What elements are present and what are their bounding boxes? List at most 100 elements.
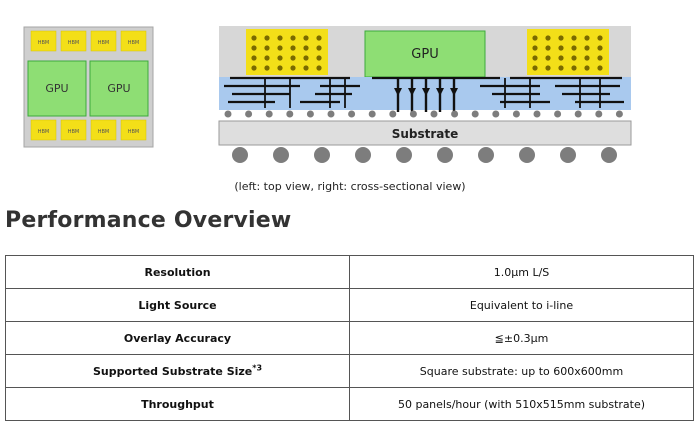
micro-bump <box>265 110 273 118</box>
solder-ball <box>478 147 494 163</box>
micro-bump <box>409 110 417 118</box>
hbm-bump-dot <box>251 65 257 71</box>
hbm-bump-dot <box>558 45 564 51</box>
solder-ball <box>355 147 371 163</box>
hbm-chip <box>60 119 87 141</box>
hbm-bump-dot <box>597 45 603 51</box>
hbm-bump-dot <box>558 65 564 71</box>
micro-bump <box>368 110 376 118</box>
table-row: Resolution 1.0μm L/S <box>5 255 694 289</box>
hbm-bump-dot <box>290 55 296 61</box>
hbm-bump-dot <box>558 55 564 61</box>
micro-bump <box>327 110 335 118</box>
solder-ball <box>396 147 412 163</box>
gpu-die-label: GPU <box>107 82 130 95</box>
row-value: 1.0μm L/S <box>349 255 694 289</box>
via-arrow <box>450 88 458 96</box>
via-arrow <box>436 88 444 96</box>
table-row: Throughput 50 panels/hour (with 510x515m… <box>5 387 694 421</box>
hbm-bump-dot <box>316 45 322 51</box>
hbm-bump-dot <box>251 45 257 51</box>
hbm-bump-dot <box>277 65 283 71</box>
hbm-bump-dot <box>303 45 309 51</box>
hbm-bump-dot <box>532 35 538 41</box>
row-value: 50 panels/hour (with 510x515mm substrate… <box>349 387 694 421</box>
micro-bump <box>245 110 253 118</box>
hbm-bump-dot <box>584 45 590 51</box>
table-row: Light Source Equivalent to i-line <box>5 288 694 322</box>
micro-bump <box>306 110 314 118</box>
hbm-bump-dot <box>571 65 577 71</box>
hbm-bump-dot <box>264 45 270 51</box>
hbm-bump-dot <box>571 55 577 61</box>
solder-ball <box>437 147 453 163</box>
hbm-bump-dot <box>532 65 538 71</box>
micro-bump <box>512 110 520 118</box>
solder-ball <box>273 147 289 163</box>
hbm-bump-dot <box>316 65 322 71</box>
hbm-chip <box>30 30 57 52</box>
micro-bump <box>492 110 500 118</box>
hbm-chip <box>120 30 147 52</box>
hbm-bump-dot <box>264 65 270 71</box>
via-arrow <box>408 88 416 96</box>
hbm-bump-dot <box>277 35 283 41</box>
hbm-bump-dot <box>303 35 309 41</box>
row-value: Equivalent to i-line <box>349 288 694 322</box>
micro-bump <box>430 110 438 118</box>
hbm-bump-dot <box>251 55 257 61</box>
hbm-chip-label: HBM <box>98 40 110 46</box>
row-label: Supported Substrate Size*3 <box>5 354 350 388</box>
micro-bump <box>595 110 603 118</box>
hbm-chip-label: HBM <box>38 129 50 135</box>
row-label: Overlay Accuracy <box>5 321 350 355</box>
hbm-bump-dot <box>545 45 551 51</box>
hbm-stack <box>246 29 328 75</box>
table-row: Overlay Accuracy ≦±0.3μm <box>5 321 694 355</box>
hbm-bump-dot <box>597 55 603 61</box>
via-arrow <box>394 88 402 96</box>
hbm-bump-dot <box>545 35 551 41</box>
gpu-die-cross <box>364 30 486 78</box>
hbm-bump-dot <box>584 65 590 71</box>
footnote-marker: *3 <box>252 362 263 372</box>
hbm-bump-dot <box>532 45 538 51</box>
micro-bump <box>533 110 541 118</box>
hbm-bump-dot <box>277 45 283 51</box>
micro-bump <box>471 110 479 118</box>
hbm-bump-dot <box>571 45 577 51</box>
hbm-chip <box>90 119 117 141</box>
hbm-bump-dot <box>597 65 603 71</box>
hbm-bump-dot <box>597 35 603 41</box>
row-label: Light Source <box>5 288 350 322</box>
hbm-chip <box>90 30 117 52</box>
row-value: Square substrate: up to 600x600mm <box>349 354 694 388</box>
micro-bump <box>389 110 397 118</box>
hbm-chip-label: HBM <box>98 129 110 135</box>
row-label: Resolution <box>5 255 350 289</box>
solder-ball <box>560 147 576 163</box>
section-heading: Performance Overview <box>5 208 292 233</box>
hbm-chip <box>30 119 57 141</box>
hbm-bump-dot <box>545 65 551 71</box>
solder-ball <box>232 147 248 163</box>
performance-table: Resolution 1.0μm L/S Light Source Equiva… <box>5 255 694 421</box>
row-label-text: Supported Substrate Size <box>92 364 253 378</box>
figure-caption: (left: top view, right: cross-sectional … <box>234 180 466 193</box>
hbm-bump-dot <box>584 55 590 61</box>
hbm-bump-dot <box>545 55 551 61</box>
substrate <box>218 120 632 146</box>
gpu-die-label: GPU <box>411 47 438 62</box>
hbm-bump-dot <box>558 35 564 41</box>
hbm-stack <box>527 29 609 75</box>
hbm-bump-dot <box>532 55 538 61</box>
hbm-bump-dot <box>290 35 296 41</box>
table-row: Supported Substrate Size*3 Square substr… <box>5 354 694 388</box>
hbm-chip-label: HBM <box>128 129 140 135</box>
hbm-chip-label: HBM <box>128 40 140 46</box>
row-value: ≦±0.3μm <box>349 321 694 355</box>
hbm-bump-dot <box>264 35 270 41</box>
hbm-chip <box>120 119 147 141</box>
gpu-die <box>89 60 149 117</box>
